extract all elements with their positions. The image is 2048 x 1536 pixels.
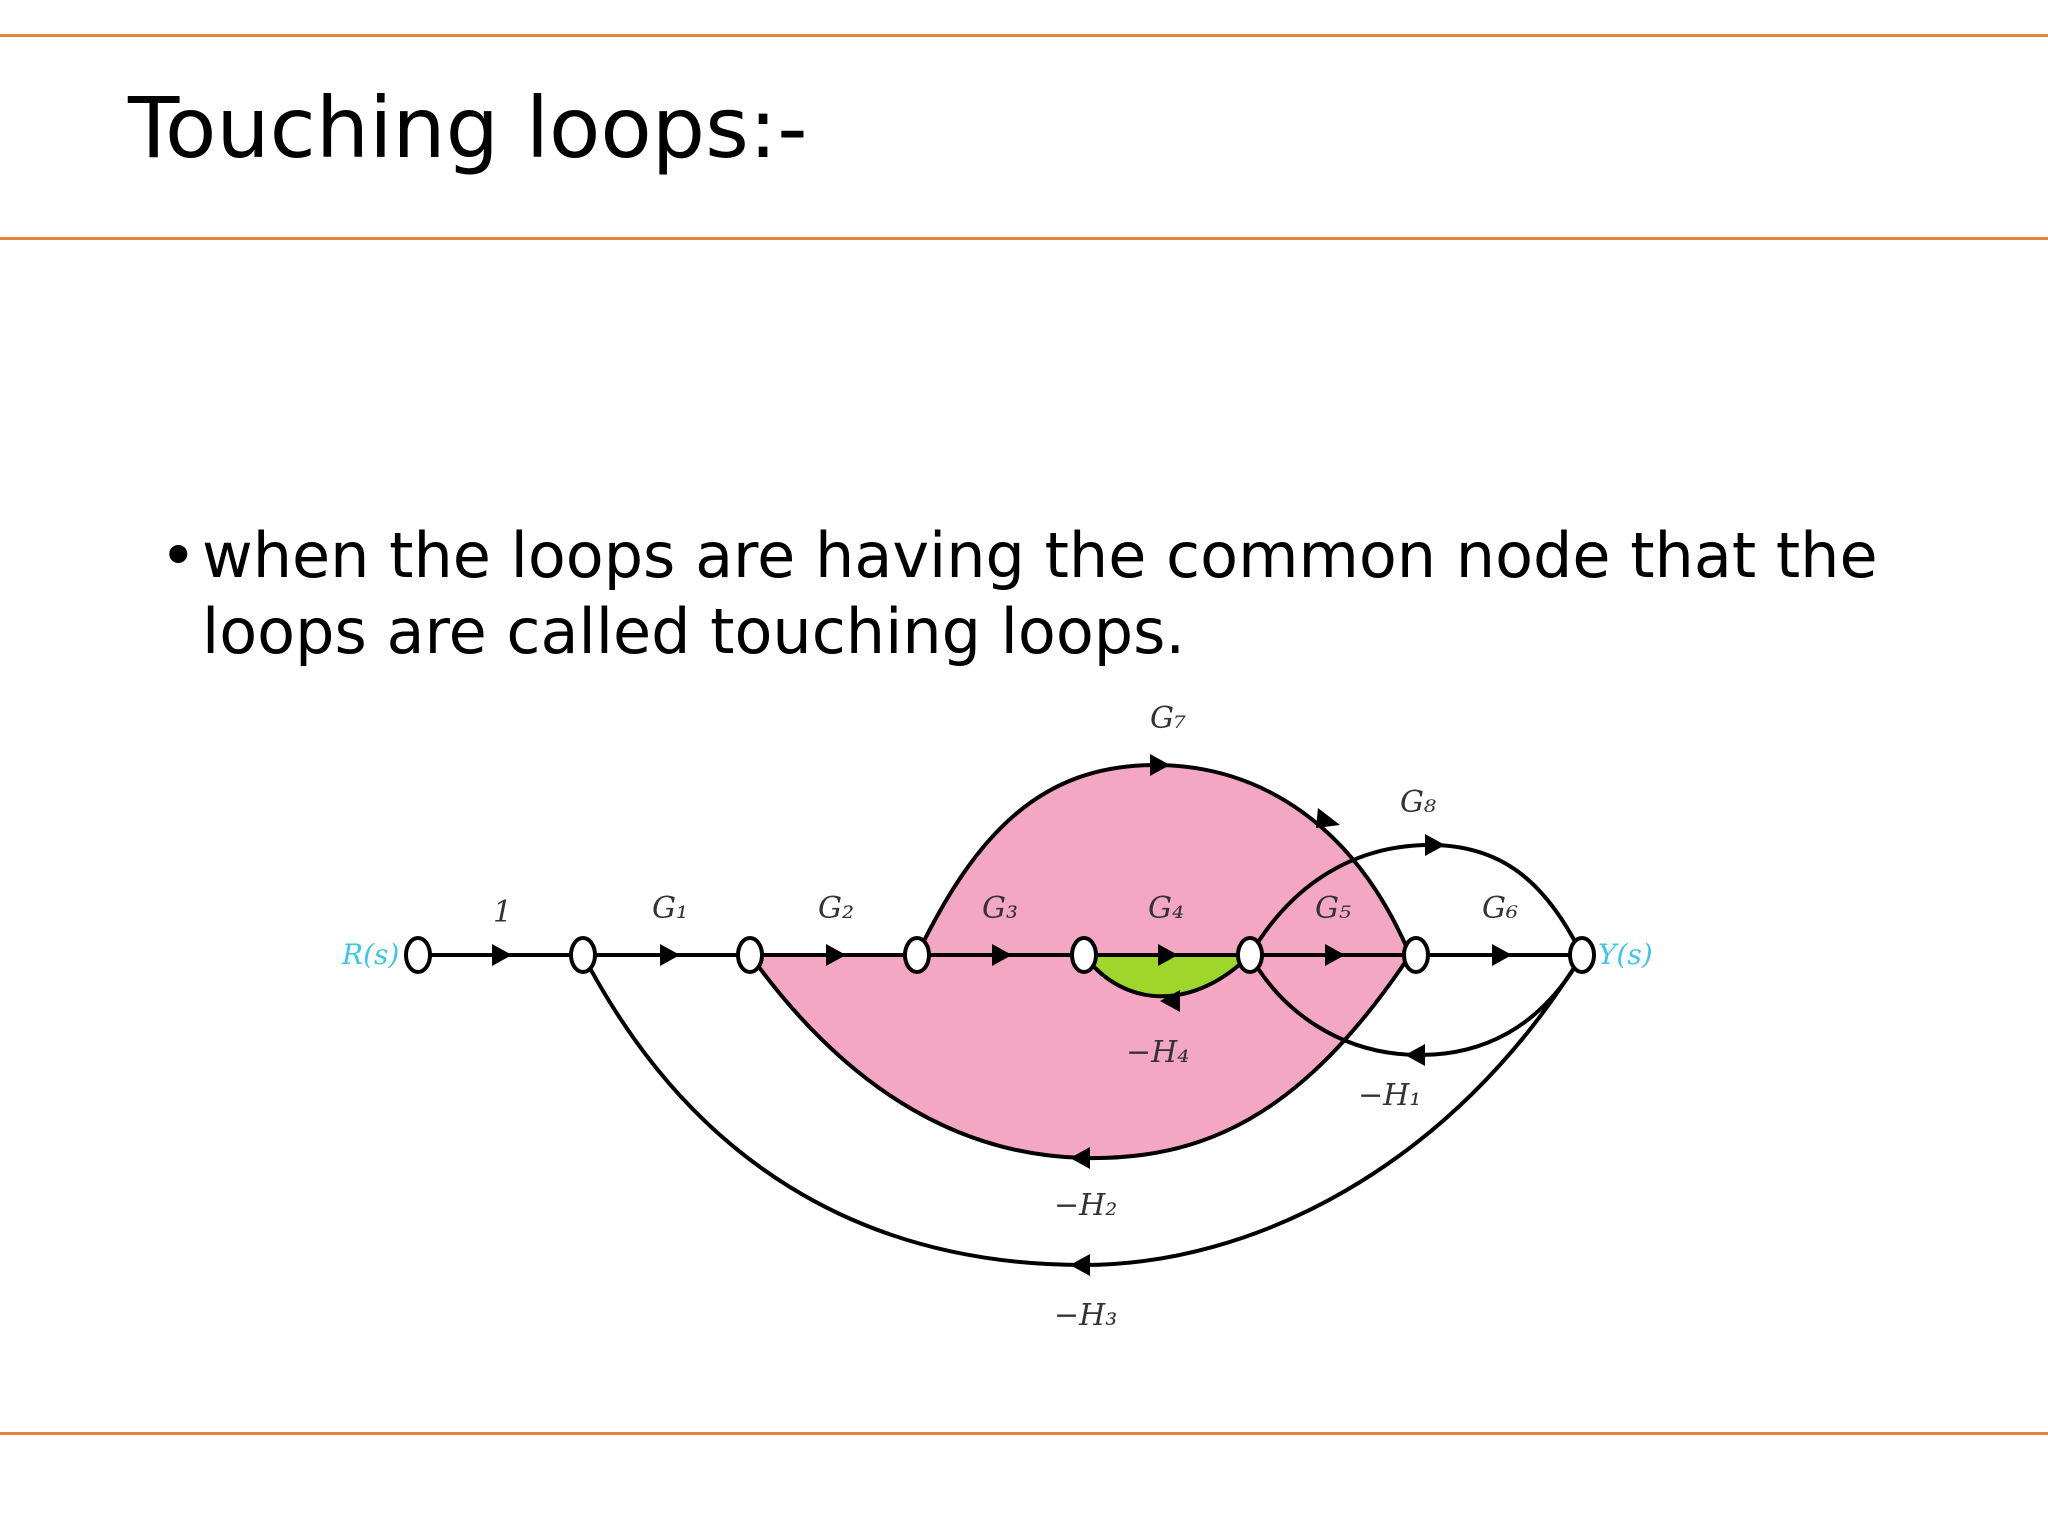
nodes bbox=[404, 936, 1596, 974]
arrow-g4 bbox=[1158, 944, 1178, 966]
inner-loop-region bbox=[1084, 955, 1250, 997]
gain-label-g5: G₅ bbox=[1315, 891, 1351, 926]
gain-label-1: 1 bbox=[493, 895, 512, 930]
gain-label-h1: −H₁ bbox=[1358, 1078, 1421, 1113]
footer-rule bbox=[0, 1432, 2048, 1435]
arrow-g6 bbox=[1492, 944, 1512, 966]
arrow-g5 bbox=[1325, 944, 1345, 966]
arrow-h4 bbox=[1160, 990, 1180, 1012]
gain-label-g6: G₆ bbox=[1482, 891, 1518, 926]
title-rule bbox=[0, 237, 2048, 240]
node-2 bbox=[569, 936, 597, 974]
arrowheads bbox=[492, 754, 1512, 1276]
arrow-g2 bbox=[826, 944, 846, 966]
node-4 bbox=[903, 936, 931, 974]
gain-label-g4: G₄ bbox=[1148, 891, 1184, 926]
output-label: Y(s) bbox=[1598, 938, 1653, 971]
arrow-g3 bbox=[992, 944, 1012, 966]
branch-h4 bbox=[1082, 953, 1252, 999]
gain-label-g8: G₈ bbox=[1400, 785, 1436, 820]
slide-title: Touching loops:- bbox=[128, 79, 808, 177]
arrow-g7 bbox=[1150, 754, 1170, 776]
input-label: R(s) bbox=[341, 938, 399, 971]
gain-label-g2: G₂ bbox=[818, 891, 854, 926]
top-rule bbox=[0, 34, 2048, 37]
arrow-h3 bbox=[1070, 1254, 1090, 1276]
node-output bbox=[1568, 936, 1596, 974]
node-3 bbox=[736, 936, 764, 974]
gain-label-g1: G₁ bbox=[652, 891, 688, 926]
gain-label-h4: −H₄ bbox=[1126, 1035, 1189, 1070]
signal-flow-graph: R(s) Y(s) 1 G₁ G₂ G₃ G₄ G₅ G₆ G₇ G₈ −H₁ … bbox=[341, 701, 1653, 1333]
bullet-text: when the loops are having the common nod… bbox=[202, 519, 1878, 668]
bullet-item: • when the loops are having the common n… bbox=[160, 518, 1920, 669]
arrow-g1 bbox=[660, 944, 680, 966]
arrow-h2 bbox=[1070, 1147, 1090, 1169]
arrow-1 bbox=[492, 944, 512, 966]
node-5 bbox=[1070, 936, 1098, 974]
node-6 bbox=[1236, 936, 1264, 974]
gain-label-g3: G₃ bbox=[982, 891, 1018, 926]
arrow-h1 bbox=[1405, 1044, 1425, 1066]
node-7 bbox=[1402, 936, 1430, 974]
gain-label-h3: −H₃ bbox=[1054, 1298, 1117, 1333]
gain-label-h2: −H₂ bbox=[1054, 1188, 1117, 1223]
bullet-dot: • bbox=[160, 519, 197, 592]
gain-label-g7: G₇ bbox=[1150, 701, 1186, 736]
arrow-g7-b bbox=[1316, 808, 1340, 828]
arrow-g8 bbox=[1425, 834, 1445, 856]
node-input bbox=[404, 936, 432, 974]
